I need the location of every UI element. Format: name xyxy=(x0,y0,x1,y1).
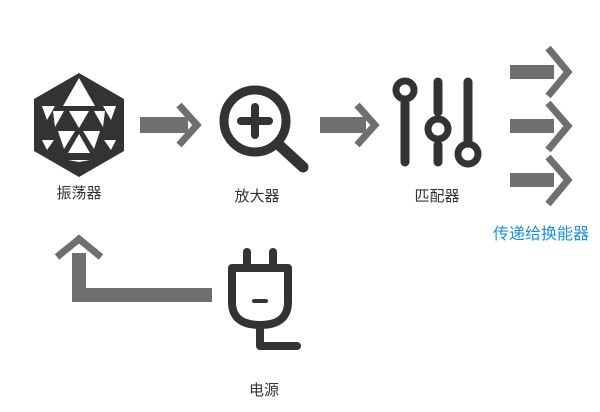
power-plug-icon xyxy=(228,248,301,350)
arrow-oscillator-to-amplifier xyxy=(140,102,202,148)
arrow-output-top xyxy=(510,45,573,99)
oscillator-label: 振荡器 xyxy=(56,184,102,202)
arrow-power-to-oscillator xyxy=(54,234,212,302)
arrow-amplifier-to-matcher xyxy=(320,102,380,148)
matcher-label: 匹配器 xyxy=(414,187,460,205)
amplifier-label: 放大器 xyxy=(234,187,280,205)
arrow-output-bottom xyxy=(510,154,573,207)
sliders-icon xyxy=(392,77,482,168)
zoom-in-icon xyxy=(219,85,309,173)
arrow-output-middle xyxy=(510,100,573,153)
power-label: 电源 xyxy=(248,381,280,399)
geodesic-hexagon-icon xyxy=(34,73,124,177)
transducer-label: 传递给换能器 xyxy=(492,224,590,243)
